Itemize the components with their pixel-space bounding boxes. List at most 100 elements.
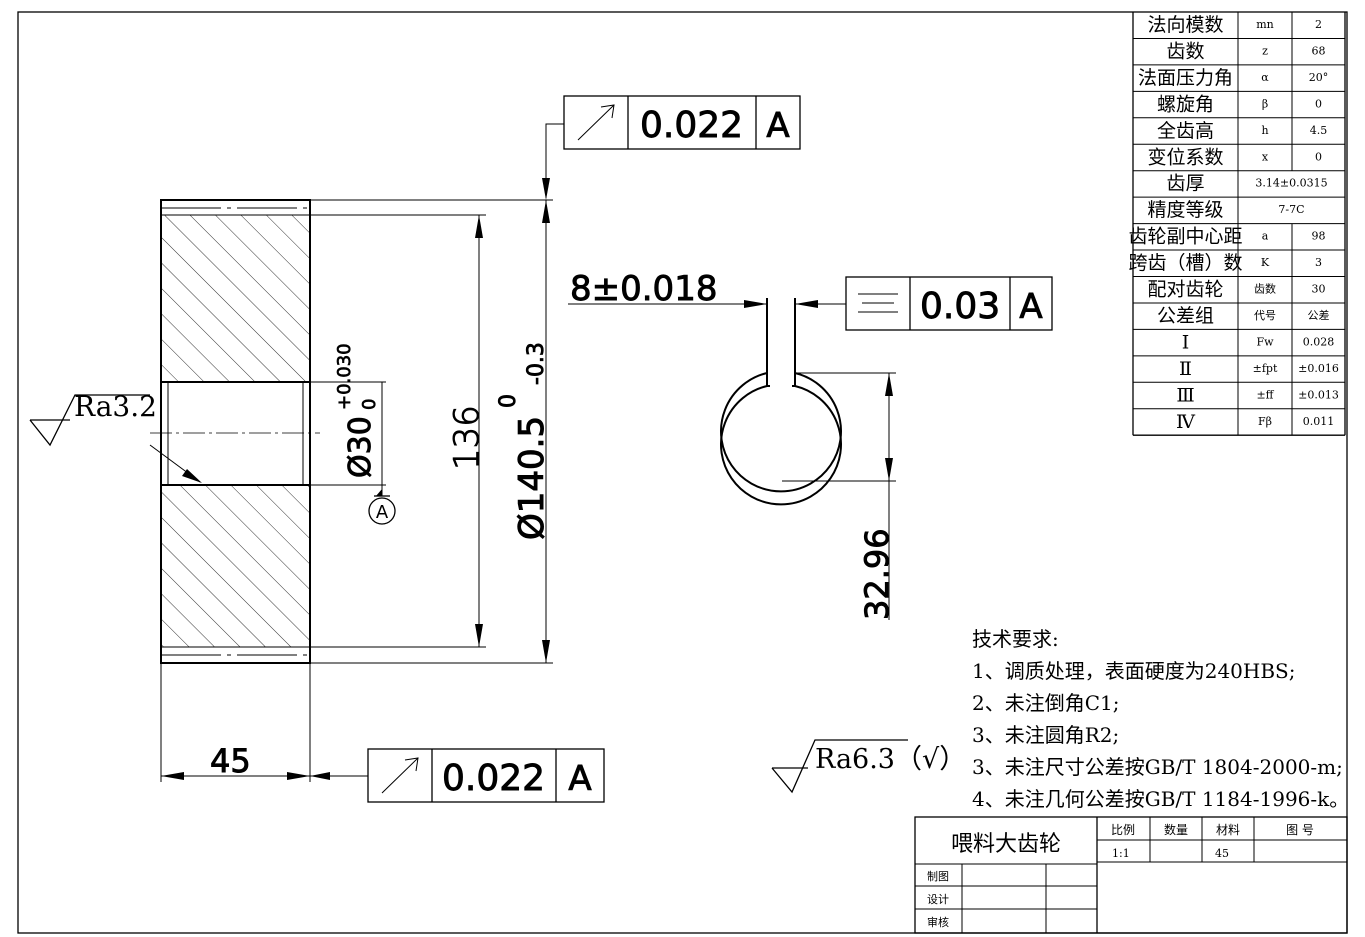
table-param-symbol: ±fpt xyxy=(1253,362,1278,375)
keyway-view xyxy=(720,298,842,506)
table-param-value: 0 xyxy=(1315,150,1322,163)
table-param-merged: 3.14±0.0315 xyxy=(1255,177,1327,190)
gdt-runout-top-value: 0.022 xyxy=(640,105,743,146)
dim-45: 45 xyxy=(160,663,311,782)
dim-od-tol-upper: 0 xyxy=(496,394,521,408)
hatch-top xyxy=(161,215,310,382)
table-param-name: 全齿高 xyxy=(1157,120,1214,142)
table-param-symbol: K xyxy=(1261,256,1270,269)
table-param-symbol: h xyxy=(1261,124,1268,137)
table-param-name: 法面压力角 xyxy=(1138,67,1233,89)
dim-136: 136 xyxy=(447,215,488,647)
table-param-name: 齿厚 xyxy=(1166,173,1204,195)
title-block: 喂料大齿轮 比例 数量 材料 图 号 1:1 45 制图 设计 审核 xyxy=(914,816,1348,934)
table-param-symbol: z xyxy=(1262,44,1268,57)
part-name: 喂料大齿轮 xyxy=(951,832,1061,857)
table-param-name: 齿轮副中心距 xyxy=(1128,226,1242,248)
table-param-value: 68 xyxy=(1312,44,1326,57)
tb-scale: 1:1 xyxy=(1112,847,1130,860)
table-param-merged: 7-7C xyxy=(1278,203,1304,216)
table-param-value: 0.028 xyxy=(1303,335,1335,348)
table-param-name: 公差组 xyxy=(1157,305,1214,327)
drawing-frame xyxy=(17,11,1348,934)
tb-checked-by: 审核 xyxy=(927,915,949,929)
hatch-bottom xyxy=(161,485,310,647)
table-param-symbol: a xyxy=(1262,230,1269,243)
table-param-name: Ⅰ xyxy=(1182,331,1190,353)
dim-keyway-width: 8±0.018 xyxy=(568,269,846,309)
table-param-symbol: x xyxy=(1262,150,1269,163)
table-param-value: 0 xyxy=(1315,97,1322,110)
dim-keyway-width-text: 8±0.018 xyxy=(570,269,717,309)
tb-material-label: 材料 xyxy=(1216,823,1240,837)
roughness-general-text: Ra6.3（√） xyxy=(815,744,966,775)
gdt-runout-bottom-datum: A xyxy=(568,759,591,799)
gdt-symmetry-datum: A xyxy=(1019,287,1042,327)
roughness-general: Ra6.3（√） xyxy=(771,739,966,794)
dim-bore-tol-lower: 0 xyxy=(359,399,380,410)
tech-req-title: 技术要求: xyxy=(972,627,1059,651)
gdt-runout-bottom: 0.022 A xyxy=(310,748,605,803)
tb-drawn-by: 制图 xyxy=(927,870,949,883)
table-param-name: Ⅲ xyxy=(1176,384,1194,406)
runout-icon xyxy=(577,104,615,141)
tech-req-item: 3、未注尺寸公差按GB/T 1804-2000-m; xyxy=(972,755,1343,779)
table-param-symbol: mn xyxy=(1256,18,1274,31)
dim-bore: Ø30 +0.030 0 A xyxy=(334,343,396,525)
dim-bore-text: Ø30 xyxy=(343,416,378,478)
tb-material: 45 xyxy=(1215,847,1229,860)
dim-od: Ø140.5 0 -0.3 xyxy=(496,200,553,663)
dim-od-tol-lower: -0.3 xyxy=(524,342,549,385)
table-param-symbol: ±ff xyxy=(1256,388,1274,401)
table-param-value: 30 xyxy=(1312,283,1326,296)
roughness-bore: Ra3.2 xyxy=(29,390,202,483)
tb-drawing-no-label: 图 号 xyxy=(1286,823,1314,837)
dim-od-text: Ø140.5 xyxy=(512,416,552,540)
table-param-value: 0.011 xyxy=(1303,415,1335,428)
datum-a-text: A xyxy=(376,502,389,523)
tb-scale-label: 比例 xyxy=(1111,823,1135,837)
table-param-name: Ⅳ xyxy=(1176,411,1196,433)
table-param-value: 公差 xyxy=(1308,308,1330,322)
table-param-symbol: α xyxy=(1261,71,1269,84)
table-param-value: 2 xyxy=(1315,18,1322,31)
table-param-name: 齿数 xyxy=(1166,40,1204,62)
table-param-value: ±0.016 xyxy=(1298,362,1339,375)
gear-parameter-table: 法向模数 mn 2 齿数 z 68 法面压力角 α 20° 螺旋角 β 0 全齿高 h 4.5 变位系数 x 0 齿… xyxy=(1128,12,1346,436)
dim-keyway-depth: 32.96 xyxy=(782,372,896,620)
tech-req-item: 3、未注圆角R2; xyxy=(972,723,1119,747)
table-param-value: 98 xyxy=(1312,230,1326,243)
dim-keyway-depth-text: 32.96 xyxy=(858,528,896,620)
table-param-name: Ⅱ xyxy=(1179,358,1192,380)
datum-a-circle xyxy=(368,497,396,525)
gdt-symmetry-value: 0.03 xyxy=(920,286,1000,327)
table-param-name: 法向模数 xyxy=(1147,14,1223,36)
table-param-value: ±0.013 xyxy=(1298,388,1339,401)
gdt-symmetry: 0.03 A xyxy=(845,276,1053,331)
dim-bore-tol-upper: +0.030 xyxy=(334,343,355,410)
table-param-symbol: 齿数 xyxy=(1254,283,1276,296)
table-param-value: 4.5 xyxy=(1310,124,1328,137)
gdt-runout-top: 0.022 A xyxy=(542,95,801,200)
table-param-symbol: β xyxy=(1262,97,1268,110)
gdt-runout-top-datum: A xyxy=(766,106,789,146)
table-param-name: 配对齿轮 xyxy=(1147,279,1223,301)
tech-req-item: 2、未注倒角C1; xyxy=(972,691,1120,715)
dim-45-text: 45 xyxy=(210,742,251,780)
table-param-name: 螺旋角 xyxy=(1157,93,1214,115)
table-param-symbol: Fw xyxy=(1256,335,1274,348)
table-param-name: 精度等级 xyxy=(1147,199,1223,221)
tb-designed-by: 设计 xyxy=(927,893,949,906)
dim-136-text: 136 xyxy=(447,405,487,470)
tech-requirements: 技术要求: 1、调质处理，表面硬度为240HBS; 2、未注倒角C1; 3、未注… xyxy=(972,627,1349,811)
tech-req-item: 1、调质处理，表面硬度为240HBS; xyxy=(972,659,1295,683)
gdt-runout-bottom-value: 0.022 xyxy=(442,758,545,799)
runout-icon xyxy=(381,757,419,794)
table-param-value: 20° xyxy=(1309,71,1329,84)
table-param-symbol: 代号 xyxy=(1254,309,1276,322)
gear-section-view xyxy=(150,199,320,664)
table-param-symbol: Fβ xyxy=(1258,415,1272,428)
table-param-name: 变位系数 xyxy=(1147,146,1223,168)
table-param-value: 3 xyxy=(1315,256,1322,269)
